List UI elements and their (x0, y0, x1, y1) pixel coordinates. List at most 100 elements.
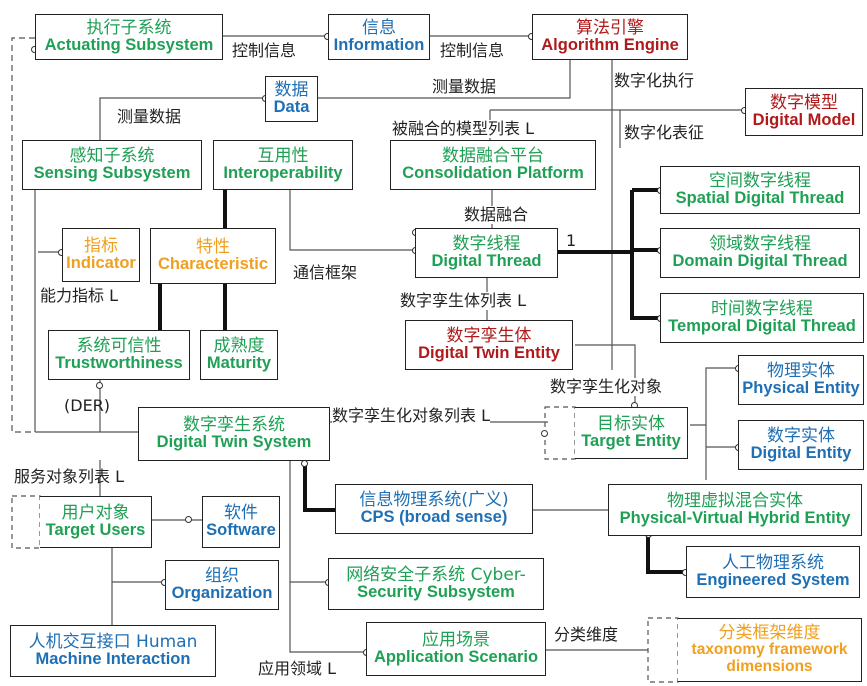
node-en: Digital Entity (750, 444, 852, 463)
node-zh: 信息物理系统(广义) (359, 489, 509, 510)
node-indicator: 指标 Indicator (62, 228, 140, 282)
node-characteristic: 特性 Characteristic (150, 228, 276, 284)
node-en: Target Entity (581, 432, 681, 451)
edge-label-measure-data: 测量数据 (117, 107, 182, 126)
node-software: 软件 Software (202, 496, 280, 548)
node-en: Digital Twin Entity (418, 344, 560, 363)
edge-label-twin-object: 数字孪生化对象 (550, 377, 663, 396)
node-en: Engineered System (696, 571, 850, 590)
node-zh: 人工物理系统 (722, 552, 824, 573)
node-en: Information (333, 36, 425, 55)
edge-label-application-domain: 应用领域 L (258, 659, 337, 678)
node-en: Temporal Digital Thread (668, 317, 856, 336)
node-en: Sensing Subsystem (33, 164, 191, 183)
node-digital-twin-system: 数字孪生系统 Digital Twin System (138, 407, 330, 461)
node-en: Spatial Digital Thread (675, 189, 845, 208)
node-en: Consolidation Platform (402, 164, 584, 183)
edge-label-data-fusion: 数据融合 (464, 205, 529, 224)
node-data: 数据 Data (265, 76, 318, 122)
node-taxonomy-dimensions: 分类框架维度 taxonomy framework dimensions (678, 618, 862, 682)
node-zh: 数据 (274, 79, 309, 100)
node-digital-twin-entity: 数字孪生体 Digital Twin Entity (405, 320, 573, 370)
node-en: Digital Twin System (156, 433, 312, 452)
node-target-users: 用户对象 Target Users (40, 496, 152, 548)
node-en: Digital Thread (431, 252, 542, 271)
node-en: Maturity (206, 354, 272, 373)
node-temporal-digital-thread: 时间数字线程 Temporal Digital Thread (660, 293, 864, 343)
node-zh: 物理实体 (767, 360, 835, 381)
connector-end-marker (541, 430, 548, 437)
node-en: Application Scenario (373, 648, 539, 667)
edge-label-measure-data: 测量数据 (432, 77, 497, 96)
node-zh: 应用场景 (422, 629, 490, 650)
edge-label-classification-dim: 分类维度 (554, 625, 619, 644)
node-engineered-system: 人工物理系统 Engineered System (686, 546, 860, 598)
edge-label-dte-list: 数字孪生体列表 L (400, 291, 527, 310)
node-en: taxonomy framework dimensions (691, 641, 848, 676)
edge-label-control-info: 控制信息 (232, 41, 297, 60)
node-human-machine-interaction: 人机交互接口 Human Machine Interaction (10, 625, 216, 677)
node-zh: 感知子系统 (69, 145, 155, 166)
node-en: Characteristic (157, 255, 269, 274)
edge-label-multiplicity: 1 (566, 231, 577, 250)
node-actuating-subsystem: 执行子系统 Actuating Subsystem (35, 14, 223, 60)
node-zh: 数字线程 (452, 233, 521, 254)
node-physical-entity: 物理实体 Physical Entity (738, 355, 864, 405)
node-zh: 成熟度 (213, 335, 265, 356)
node-zh: 数字孪生系统 (183, 414, 285, 435)
edge-label-der: (DER) (64, 396, 111, 415)
node-en: Digital Model (752, 111, 856, 130)
node-en: Machine Interaction (35, 650, 191, 669)
node-zh: 算法引擎 (576, 17, 644, 38)
node-zh: 时间数字线程 (711, 298, 813, 319)
edge-label-service-list: 服务对象列表 L (14, 467, 125, 486)
node-spatial-digital-thread: 空间数字线程 Spatial Digital Thread (660, 166, 860, 214)
edge-label-capability-indicator: 能力指标 L (40, 286, 119, 305)
connector-end-marker (301, 460, 308, 467)
node-zh: 组织 (205, 565, 239, 586)
node-zh: 数字模型 (770, 92, 838, 113)
node-en: Algorithm Engine (541, 36, 679, 55)
node-en: Data (273, 98, 310, 117)
node-consolidation-platform: 数据融合平台 Consolidation Platform (390, 140, 596, 190)
connector-end-marker (96, 382, 103, 389)
node-physical-virtual-hybrid: 物理虚拟混合实体 Physical-Virtual Hybrid Entity (608, 484, 862, 536)
node-en: Interoperability (223, 164, 343, 183)
node-cyber-security: 网络安全子系统 Cyber- Security Subsystem (328, 558, 544, 610)
node-sensing-subsystem: 感知子系统 Sensing Subsystem (22, 140, 202, 190)
node-zh: 分类框架维度 (718, 623, 821, 644)
node-zh: 网络安全子系统 Cyber- (346, 564, 526, 585)
node-en: Domain Digital Thread (672, 252, 848, 271)
node-en: Indicator (66, 254, 136, 273)
node-en: Software (206, 521, 276, 540)
node-zh: 执行子系统 (86, 17, 172, 38)
node-zh: 数字实体 (767, 425, 835, 446)
edge-label-model-list: 被融合的模型列表 L (392, 119, 535, 138)
edge-label-digital-representation: 数字化表征 (624, 123, 705, 142)
node-organization: 组织 Organization (165, 560, 279, 610)
node-zh: 信息 (362, 17, 396, 38)
node-information: 信息 Information (328, 14, 430, 60)
node-en: CPS (broad sense) (360, 508, 508, 527)
node-zh: 软件 (224, 502, 258, 523)
node-maturity: 成熟度 Maturity (200, 330, 278, 380)
node-application-scenario: 应用场景 Application Scenario (366, 622, 546, 676)
node-zh: 互用性 (257, 145, 309, 166)
node-digital-model: 数字模型 Digital Model (745, 88, 863, 136)
edge-label-twin-object-list: 数字孪生化对象列表 L (332, 406, 491, 425)
node-digital-thread: 数字线程 Digital Thread (415, 228, 558, 278)
node-zh: 特性 (196, 236, 230, 257)
node-domain-digital-thread: 领域数字线程 Domain Digital Thread (660, 228, 860, 278)
node-en: Physical Entity (742, 379, 860, 398)
node-zh: 空间数字线程 (709, 170, 811, 191)
node-zh: 领域数字线程 (709, 233, 811, 254)
node-digital-entity: 数字实体 Digital Entity (738, 420, 864, 470)
node-zh: 用户对象 (61, 502, 130, 523)
node-target-entity: 目标实体 Target Entity (575, 407, 688, 459)
node-zh: 数字孪生体 (446, 325, 532, 346)
node-zh: 人机交互接口 Human (28, 631, 198, 652)
node-en: Trustworthiness (55, 354, 183, 373)
edge-label-comm-framework: 通信框架 (293, 263, 358, 282)
node-zh: 数据融合平台 (442, 145, 544, 166)
node-algorithm-engine: 算法引擎 Algorithm Engine (532, 14, 688, 60)
